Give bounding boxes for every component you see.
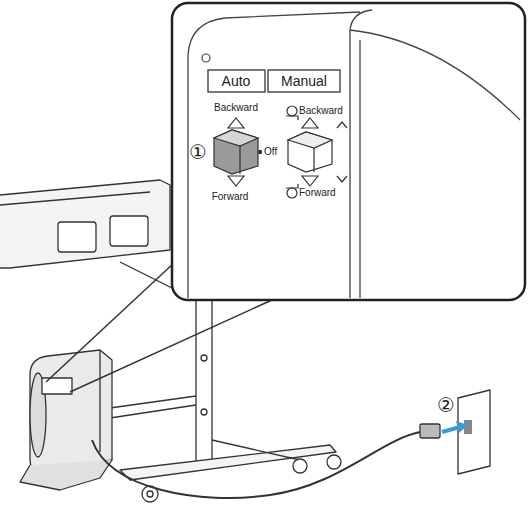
callout-number: ① — [189, 142, 207, 162]
callout-number: ② — [437, 395, 455, 415]
panel-heading: Manual — [281, 74, 327, 88]
switch-label: Forward — [212, 192, 249, 202]
switch-label: Off — [264, 147, 277, 157]
switch-label: Backward — [214, 103, 258, 113]
panel-heading: Auto — [222, 74, 251, 88]
switch-label: Backward — [299, 106, 343, 116]
switch-label: Forward — [299, 188, 336, 198]
